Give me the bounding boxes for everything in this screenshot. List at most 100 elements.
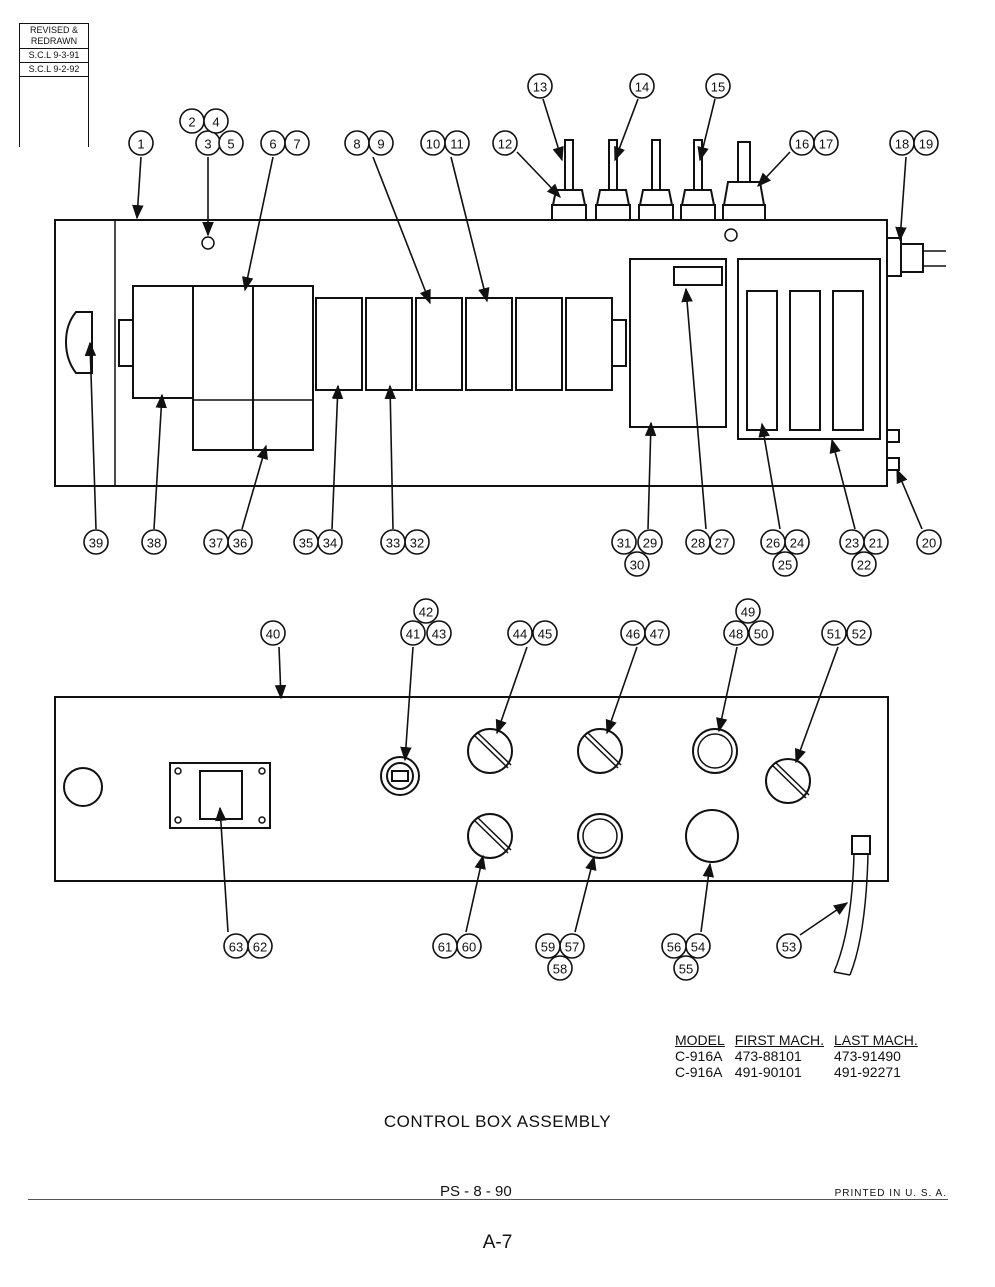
column-header: LAST MACH. — [834, 1032, 918, 1048]
svg-text:11: 11 — [450, 137, 464, 152]
svg-text:16: 16 — [795, 137, 809, 152]
svg-text:3: 3 — [204, 137, 211, 152]
callout: 45 — [532, 620, 558, 646]
control-box-upper — [54, 139, 946, 487]
callout: 28 — [685, 529, 711, 555]
page-title: CONTROL BOX ASSEMBLY — [383, 1112, 612, 1131]
svg-text:49: 49 — [741, 605, 755, 620]
timer-module — [629, 258, 727, 428]
svg-text:37: 37 — [209, 536, 223, 551]
svg-text:44: 44 — [513, 627, 527, 642]
callout: 46 — [620, 620, 646, 646]
contactor-block — [252, 285, 314, 451]
contactor-block — [132, 285, 194, 399]
callout: 6 — [260, 130, 286, 156]
svg-text:9: 9 — [377, 137, 384, 152]
end-stop — [611, 319, 627, 367]
callout: 40 — [260, 620, 286, 646]
svg-text:5: 5 — [227, 137, 234, 152]
callout: 60 — [456, 933, 482, 959]
svg-text:47: 47 — [650, 627, 664, 642]
callout: 62 — [247, 933, 273, 959]
callout: 2 — [179, 108, 205, 134]
svg-text:43: 43 — [432, 627, 446, 642]
key-switch — [380, 756, 420, 796]
table-cell: C-916A — [675, 1048, 723, 1064]
callout: 55 — [673, 955, 699, 981]
svg-text:2: 2 — [188, 115, 195, 130]
callout: 25 — [772, 551, 798, 577]
column-header: MODEL — [675, 1032, 725, 1048]
revision-box-tail — [19, 77, 89, 147]
callout: 53 — [776, 933, 802, 959]
svg-text:14: 14 — [635, 80, 649, 95]
callout: 51 — [821, 620, 847, 646]
relay — [415, 297, 463, 391]
callout: 44 — [507, 620, 533, 646]
svg-text:22: 22 — [857, 558, 871, 573]
callout: 39 — [83, 529, 109, 555]
svg-text:27: 27 — [715, 536, 729, 551]
callout: 58 — [547, 955, 573, 981]
callout: 56 — [661, 933, 687, 959]
callout: 59 — [535, 933, 561, 959]
callout: 41 — [400, 620, 426, 646]
callout: 42 — [413, 598, 439, 624]
callout: 18 — [889, 130, 915, 156]
indicator-light — [692, 728, 738, 774]
cable-gland — [595, 139, 631, 221]
mounting-hole — [201, 236, 215, 250]
mounting-hole — [724, 228, 738, 242]
cable-gland — [680, 139, 716, 221]
callout: 31 — [611, 529, 637, 555]
relay — [465, 297, 513, 391]
control-panel-lower — [54, 696, 889, 976]
relay — [565, 297, 613, 391]
callout: 7 — [284, 130, 310, 156]
power-cord — [833, 835, 871, 976]
svg-text:63: 63 — [229, 940, 243, 955]
svg-text:62: 62 — [253, 940, 267, 955]
callout: 4 — [203, 108, 229, 134]
relay — [365, 297, 413, 391]
callout: 20 — [916, 529, 942, 555]
leader-lines — [84, 98, 923, 936]
footer-divider — [28, 1199, 948, 1200]
callout: 26 — [760, 529, 786, 555]
terminal-stud — [886, 429, 900, 443]
push-button — [685, 809, 739, 863]
svg-text:36: 36 — [233, 536, 247, 551]
svg-text:6: 6 — [269, 137, 276, 152]
callout: 8 — [344, 130, 370, 156]
table-cell: 491-90101 — [734, 1064, 802, 1080]
relay — [315, 297, 363, 391]
panel-knockout — [63, 767, 103, 807]
callout: 22 — [851, 551, 877, 577]
timer-window — [673, 266, 723, 286]
svg-text:31: 31 — [617, 536, 631, 551]
model-table-header: MODEL FIRST MACH. LAST MACH. — [675, 1032, 928, 1048]
callout: 34 — [317, 529, 343, 555]
svg-text:18: 18 — [895, 137, 909, 152]
svg-text:32: 32 — [410, 536, 424, 551]
callout: 3 — [195, 130, 221, 156]
svg-text:50: 50 — [754, 627, 768, 642]
callout: 43 — [426, 620, 452, 646]
svg-text:35: 35 — [299, 536, 313, 551]
svg-text:10: 10 — [426, 137, 440, 152]
cable-gland — [551, 139, 587, 221]
terminal-stud — [886, 457, 900, 471]
callout: 23 — [839, 529, 865, 555]
svg-text:51: 51 — [827, 627, 841, 642]
column-header: FIRST MACH. — [734, 1032, 824, 1048]
callout: 19 — [913, 130, 939, 156]
callout: 24 — [784, 529, 810, 555]
callout: 36 — [227, 529, 253, 555]
callout: 47 — [644, 620, 670, 646]
svg-text:41: 41 — [406, 627, 420, 642]
callout: 57 — [559, 933, 585, 959]
callout: 61 — [432, 933, 458, 959]
model-table: MODEL FIRST MACH. LAST MACH. C-916A 473-… — [675, 1032, 928, 1080]
cable-gland — [638, 139, 674, 221]
table-cell: 473-88101 — [734, 1048, 802, 1064]
